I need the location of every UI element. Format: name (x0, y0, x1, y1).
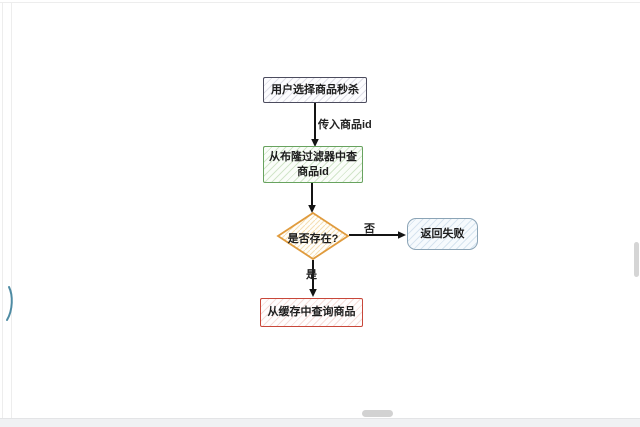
edge-label-pass-product-id[interactable]: 传入商品id (318, 119, 372, 131)
node-fail-label: 返回失败 (420, 227, 465, 240)
arrowhead-down-icon (311, 139, 319, 147)
node-query-cache[interactable]: 从缓存中查询商品 (260, 298, 363, 327)
edge-decision-to-cache[interactable] (309, 260, 317, 297)
decision-diamond-shape[interactable] (276, 211, 350, 261)
edge-bloom-to-decision[interactable] (308, 183, 316, 213)
node-bloom-label: 从布隆过滤器中查商品id (269, 150, 357, 178)
arrowhead-down-icon (308, 205, 316, 213)
edge-label-no[interactable]: 否 (364, 223, 375, 235)
node-decision-label[interactable]: 是否存在? (287, 233, 339, 245)
node-start-label: 用户选择商品秒杀 (271, 83, 359, 96)
edge-label-yes[interactable]: 是 (306, 269, 317, 281)
canvas-top-guide-line (0, 2, 640, 3)
arrowhead-down-icon (309, 289, 317, 297)
node-cache-label: 从缓存中查询商品 (267, 306, 356, 319)
edge-decision-to-fail[interactable] (349, 231, 406, 239)
edge-start-to-bloom[interactable] (311, 103, 319, 147)
canvas-left-guide-line (2, 2, 3, 418)
horizontal-scrollbar-thumb[interactable] (362, 410, 393, 417)
vertical-scrollbar-thumb[interactable] (634, 242, 639, 277)
left-edge-stroke-mark[interactable] (6, 286, 13, 321)
arrowhead-right-icon (398, 231, 406, 239)
canvas-left-guide-line2 (11, 2, 12, 418)
bottom-scrollbar-track (0, 418, 640, 427)
node-start[interactable]: 用户选择商品秒杀 (263, 77, 367, 103)
node-return-fail[interactable]: 返回失败 (407, 218, 478, 250)
node-bloom-filter-check[interactable]: 从布隆过滤器中查商品id (263, 146, 363, 183)
